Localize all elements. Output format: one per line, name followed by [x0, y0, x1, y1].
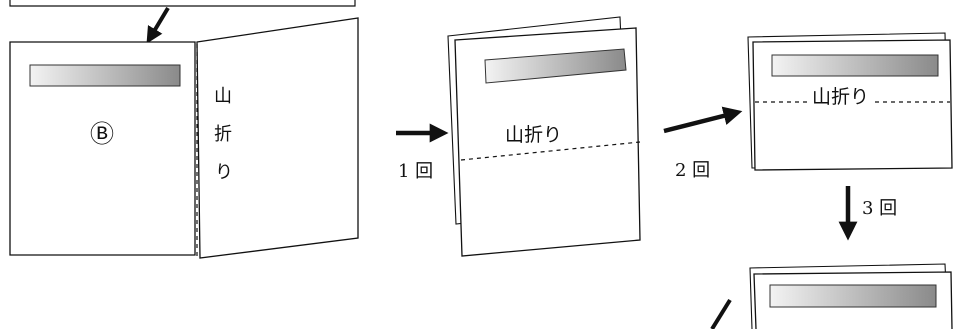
- fold-label: 山折り: [505, 124, 563, 146]
- fold-label: 山折り: [810, 86, 872, 108]
- pointer-arrow-icon: [146, 6, 170, 44]
- fold-label-char-2: 折: [214, 124, 232, 145]
- pointer-arrow-icon: [710, 298, 732, 331]
- sheet-back-flap: [196, 17, 359, 259]
- circled-b-mark: Ⓑ: [90, 120, 114, 148]
- step-label-2: 2 回: [675, 160, 711, 181]
- step-label-3: 3 回: [862, 198, 898, 219]
- address-label: [771, 54, 939, 77]
- panel-1-sheet: [9, 17, 359, 259]
- fold-label-char-1: 山: [214, 86, 232, 107]
- address-label: [29, 64, 181, 87]
- mountain-fold-line: [460, 141, 641, 161]
- step-label-1: 1 回: [398, 161, 434, 182]
- cropped-top-box: [9, 0, 356, 44]
- fold-label-char-3: り: [215, 162, 233, 183]
- sheet-front: [454, 27, 641, 257]
- panel-2-sheet: [447, 16, 641, 257]
- address-label: [484, 48, 627, 84]
- sheet-front: [9, 41, 196, 256]
- arrow-right-icon: [663, 106, 743, 134]
- address-label: [769, 284, 937, 308]
- panel-4-sheet: [710, 263, 953, 331]
